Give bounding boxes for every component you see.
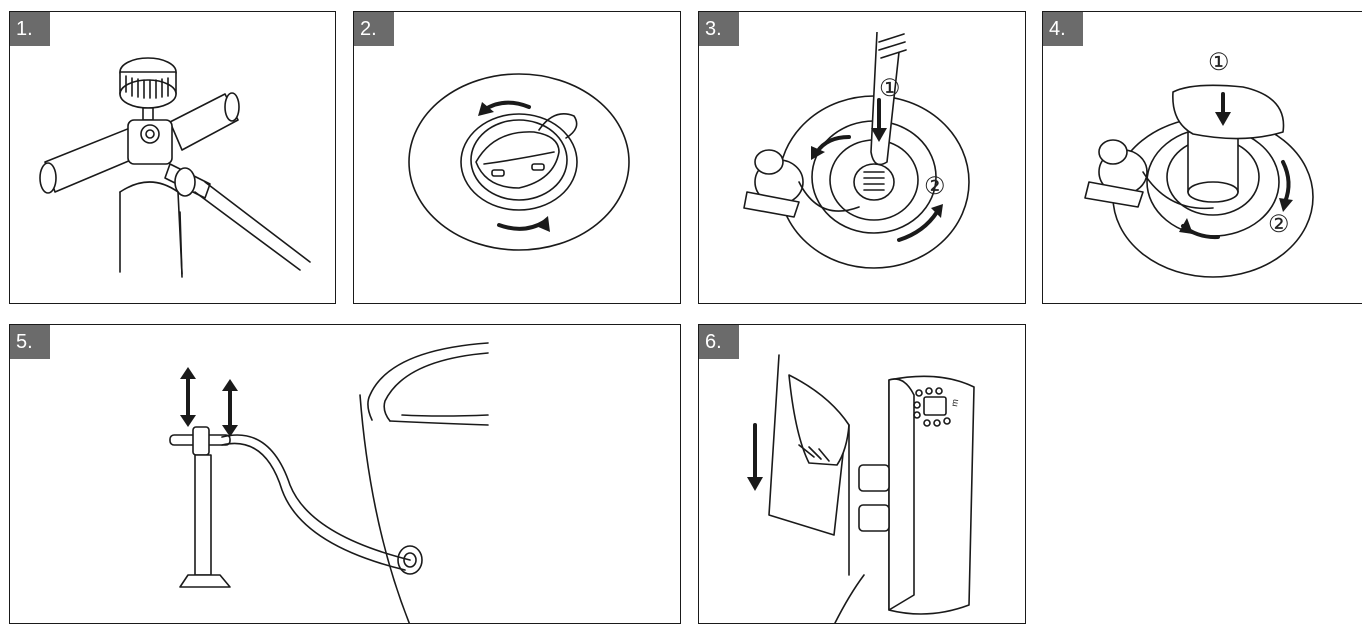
step-5-panel: 5. bbox=[9, 324, 681, 624]
step-marker-1: ① bbox=[879, 74, 901, 102]
step-3-panel: ① ② 3. bbox=[698, 11, 1026, 304]
step-number-badge: 5. bbox=[10, 325, 50, 359]
step-number-badge: 3. bbox=[699, 12, 739, 46]
step-1-panel: 1. bbox=[9, 11, 336, 304]
pump-handle-illustration bbox=[10, 12, 336, 304]
step-number-badge: 2. bbox=[354, 12, 394, 46]
step-marker-2: ② bbox=[1268, 210, 1290, 238]
step-marker-1: ① bbox=[1208, 48, 1230, 76]
step-4-panel: ① ② 4. bbox=[1042, 11, 1362, 304]
step-6-panel: m 6. bbox=[698, 324, 1026, 624]
inflate-tub-illustration bbox=[10, 325, 681, 624]
valve-cap-illustration bbox=[354, 12, 681, 304]
twist-valve-illustration: ① ② bbox=[1043, 12, 1362, 304]
press-valve-illustration: ① ② bbox=[699, 12, 1026, 304]
step-number-badge: 6. bbox=[699, 325, 739, 359]
attach-heater-illustration: m bbox=[699, 325, 1026, 624]
step-2-panel: 2. bbox=[353, 11, 681, 304]
step-number-badge: 1. bbox=[10, 12, 50, 46]
step-number-badge: 4. bbox=[1043, 12, 1083, 46]
step-marker-2: ② bbox=[924, 172, 946, 200]
